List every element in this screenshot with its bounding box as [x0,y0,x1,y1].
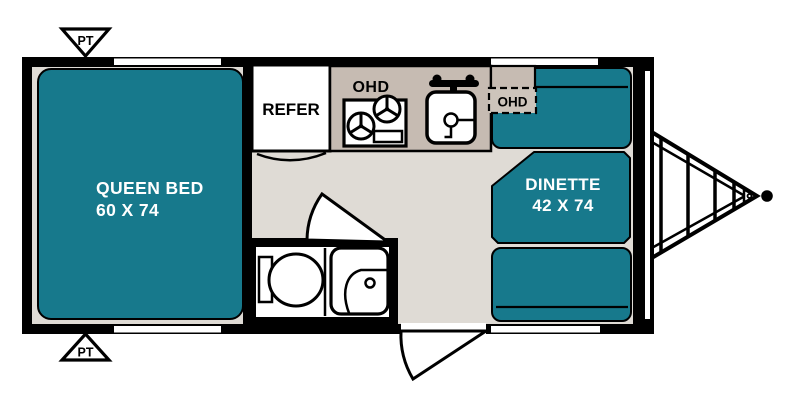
window-front-top [114,58,221,65]
dinette-table-top [491,151,631,244]
coupler-pin-icon [746,193,753,199]
dinette-seat-bottom-cushion [491,247,632,322]
shower-icon [329,246,390,316]
bed-label-line2: 60 X 74 [96,200,159,220]
entry-door-opening [401,323,486,335]
stove-panel [372,129,404,144]
rear-wall-gap [645,71,650,319]
interior-wall [243,66,252,324]
pass-through-marker-top: PT [58,27,113,59]
shower-drain-icon [364,277,376,289]
refrigerator-door-swing [256,151,327,162]
pt-label: PT [78,346,94,360]
entry-door-swing [399,329,492,382]
bed-label-line1: QUEEN BED [96,178,204,198]
pt-triangle-icon [58,331,113,362]
overhead-cabinet-label-dinette: OHD [498,95,528,110]
refrigerator-box [250,63,332,153]
entry-door [399,323,492,382]
dinette-table: DINETTE 42 X 74 [491,151,631,244]
sink-drain-icon [443,112,459,128]
window-front-bottom [114,326,221,333]
pass-through-marker-bottom: PT [58,331,113,362]
pt-triangle-icon [58,27,113,59]
refrigerator: REFER [250,63,332,162]
overhead-cabinet-label-kitchen: OHD [352,79,389,96]
window-dinette-top [491,58,598,65]
dinette-seat-bottom [491,247,632,322]
shower-seat-line [344,268,388,314]
shower-pan [329,246,390,316]
counter-corner-block [489,64,537,92]
hitch-ball-icon [761,190,773,202]
toilet-bowl [267,252,325,308]
dinette-label-line1: DINETTE [525,175,601,194]
pt-label: PT [78,34,94,48]
window-dinette-bottom [491,326,600,333]
coupler-icon [742,187,759,205]
sink-icon [425,74,479,145]
dinette-label-line2: 42 X 74 [532,196,594,215]
bathroom-door-swing [305,191,393,244]
toilet-icon [257,252,325,308]
burner-icon [346,111,376,141]
burner-icon [372,94,402,124]
bathroom [247,191,398,333]
overhead-cabinet-dinette: OHD [487,86,538,115]
refrigerator-label: REFER [262,100,320,119]
hitch-tongue [648,127,773,263]
queen-bed: QUEEN BED 60 X 74 [37,68,244,320]
overhead-cabinet-box [487,86,538,115]
stove-icon [342,94,408,148]
